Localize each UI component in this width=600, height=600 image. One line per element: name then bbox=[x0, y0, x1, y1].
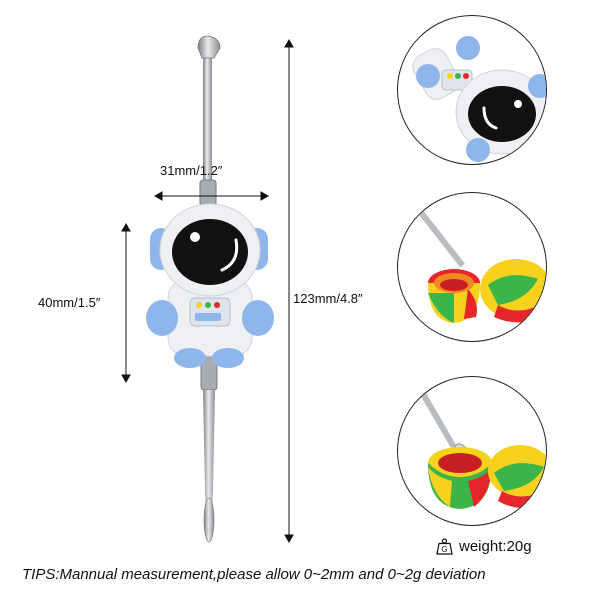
product-illustration bbox=[121, 35, 294, 544]
tips-text: TIPS:Mannual measurement,please allow 0~… bbox=[22, 566, 486, 583]
detail-circle-astronaut bbox=[397, 15, 547, 165]
height-dimension-arrow bbox=[121, 222, 131, 384]
length-label: 123mm/4.8″ bbox=[293, 291, 363, 306]
spoon-jar-image bbox=[416, 386, 546, 509]
height-label: 40mm/1.5″ bbox=[38, 295, 101, 310]
weight-icon: G bbox=[436, 538, 453, 555]
dab-tool-top-spatula bbox=[197, 35, 221, 207]
width-dimension-arrow bbox=[153, 191, 270, 201]
weight-label: weight:20g bbox=[459, 538, 532, 555]
width-label: 31mm/1.2″ bbox=[160, 163, 223, 178]
weight-info: G weight:20g bbox=[436, 538, 532, 555]
detail-circle-spoon-jar bbox=[397, 376, 547, 526]
weight-icon-letter: G bbox=[441, 545, 447, 554]
spatula-jar-image bbox=[417, 208, 546, 323]
length-dimension-arrow bbox=[284, 38, 294, 544]
astronaut-closeup-image bbox=[412, 36, 546, 162]
dab-tool-bottom-spoon bbox=[200, 347, 218, 543]
detail-circle-spatula-jar bbox=[397, 192, 547, 342]
astronaut-figure bbox=[146, 203, 274, 368]
